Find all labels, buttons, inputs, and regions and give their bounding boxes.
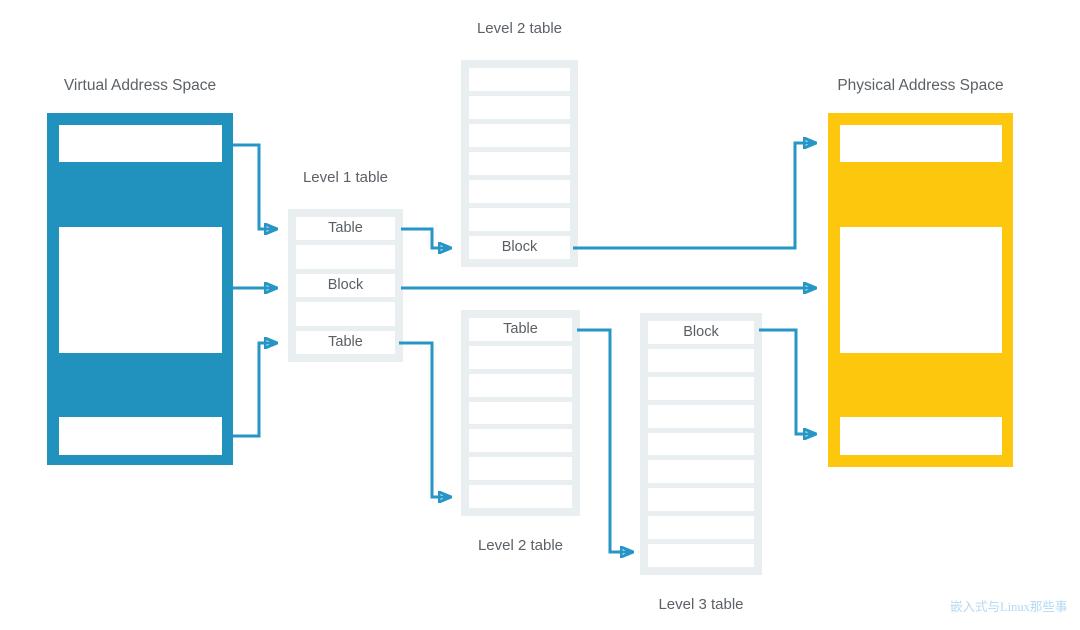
arrow-l3-block-to-pas-bottom [759, 328, 813, 434]
virtual-address-space-label: Virtual Address Space [63, 77, 217, 94]
level3-table-label: Level 3 table [658, 596, 744, 613]
level2-table-top: Block [461, 60, 578, 267]
table-row-empty [296, 245, 395, 269]
table-row-empty [648, 348, 754, 372]
arrow-l2-top-block-to-pas-top [573, 143, 813, 250]
table-row-empty [469, 124, 570, 147]
virtual-region-middle [59, 227, 222, 353]
virtual-region-top [59, 125, 222, 162]
level2-table-bottom-label: Level 2 table [477, 537, 564, 554]
table-row-empty [469, 345, 572, 369]
level3-table: Block [640, 313, 762, 575]
arrow-vas-bottom-to-l1-table-entry [233, 343, 274, 438]
table-row-empty [469, 485, 572, 509]
physical-region-bottom [840, 417, 1002, 455]
physical-region-middle [840, 227, 1002, 353]
physical-region-top [840, 125, 1002, 162]
table-row-empty [648, 432, 754, 456]
physical-address-space-box [828, 113, 1013, 467]
watermark-text: 嵌入式与Linux那些事 [950, 600, 1068, 614]
table-row-table: Table [469, 318, 572, 341]
physical-address-space-label: Physical Address Space [837, 77, 1004, 94]
table-row-empty [648, 460, 754, 484]
table-row-empty [296, 302, 395, 326]
level1-table-label: Level 1 table [302, 169, 389, 186]
table-row-empty [469, 68, 570, 91]
table-row-empty [469, 429, 572, 453]
table-row-empty [469, 457, 572, 481]
table-row-table: Table [296, 330, 395, 355]
table-row-table: Table [296, 217, 395, 241]
table-row-empty [469, 401, 572, 425]
arrow-l1-table-to-l2-bottom [399, 341, 448, 497]
arrow-l2-bottom-table-to-l3 [577, 328, 630, 552]
table-row-empty [648, 376, 754, 400]
table-row-empty [469, 208, 570, 231]
table-row-empty [648, 488, 754, 512]
arrow-l1-table-to-l2-top-block [401, 227, 448, 248]
table-row-empty [469, 373, 572, 397]
table-row-empty [648, 516, 754, 540]
table-row-empty [648, 404, 754, 428]
virtual-region-bottom [59, 417, 222, 455]
virtual-address-space-box [47, 113, 233, 465]
table-row-empty [469, 96, 570, 119]
table-row-empty [469, 152, 570, 175]
table-row-empty [469, 180, 570, 203]
table-row-block: Block [469, 236, 570, 259]
level2-table-top-label: Level 2 table [476, 20, 563, 37]
level2-table-bottom: Table [461, 310, 580, 516]
table-row-empty [648, 544, 754, 568]
table-row-block: Block [648, 321, 754, 344]
table-row-block: Block [296, 273, 395, 298]
arrow-vas-top-to-l1-table-entry [233, 143, 274, 229]
